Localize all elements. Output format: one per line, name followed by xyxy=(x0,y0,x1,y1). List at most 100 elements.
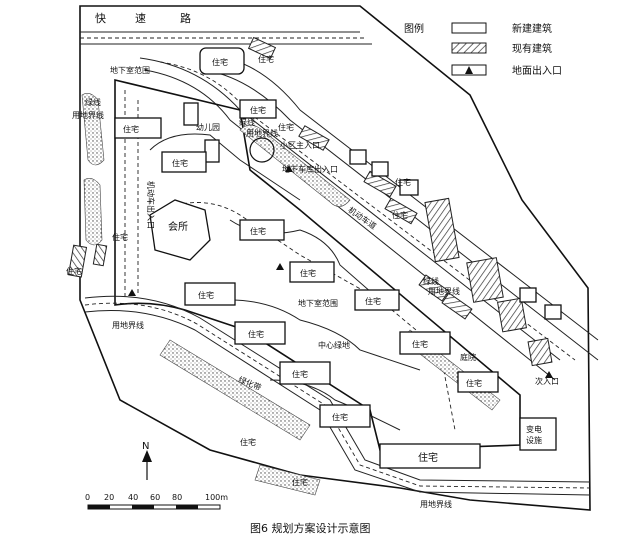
residence-label: 住宅 xyxy=(250,105,266,115)
existing-building xyxy=(424,197,460,263)
label-secondary-entrance: 次入口 xyxy=(535,376,559,386)
existing-building xyxy=(527,337,553,367)
transformer-building xyxy=(519,417,557,451)
scale-tick: 40 xyxy=(128,493,138,502)
residence-building xyxy=(399,331,451,355)
site-outline xyxy=(79,5,591,511)
label-landline-bl: 用地界线 xyxy=(112,320,144,330)
label-clubhouse: 会所 xyxy=(168,220,188,233)
residence-building xyxy=(319,404,371,428)
label-landline3: 用地界线 xyxy=(428,286,460,296)
residence-label: 住宅 xyxy=(198,290,214,300)
existing-building xyxy=(384,197,418,225)
expressway-label: 速 xyxy=(135,12,146,25)
expressway-label: 快 xyxy=(95,12,106,25)
label-landline2: 用地界线 xyxy=(246,128,278,138)
kindergarten-building xyxy=(183,102,199,126)
north-arrow xyxy=(142,450,152,480)
label-kindergarten: 幼儿园 xyxy=(196,122,220,132)
clubhouse-building xyxy=(149,199,211,261)
label-main-entrance: 小区主入口 xyxy=(280,140,320,150)
legend xyxy=(451,22,487,76)
north-label: N xyxy=(142,441,149,452)
scale-tick: 0 xyxy=(85,493,90,502)
residence-label: 住宅 xyxy=(418,451,438,464)
existing-residence-label: 住宅 xyxy=(240,437,256,447)
existing-residence-label: 住宅 xyxy=(258,54,274,64)
lower-road-centerline xyxy=(84,302,591,489)
tree-band-bottom xyxy=(159,339,311,441)
existing-building xyxy=(92,243,108,267)
label-central-green: 中心绿地 xyxy=(318,340,350,350)
label-greenline: 绿线 xyxy=(85,97,101,107)
tree-band-center xyxy=(239,124,351,207)
residence-building xyxy=(279,361,331,385)
diag-road-edge-2 xyxy=(144,69,556,381)
existing-building xyxy=(67,244,88,278)
residence-building xyxy=(457,371,499,393)
legend-existing-building: 现有建筑 xyxy=(512,42,552,55)
residence-building xyxy=(354,289,400,311)
label-landline-left: 用地界线 xyxy=(72,110,104,120)
entrance-markers xyxy=(128,165,553,378)
existing-building xyxy=(247,36,277,60)
existing-residence-label: 住宅 xyxy=(292,477,308,487)
residence-building xyxy=(239,219,285,241)
existing-building xyxy=(496,297,528,333)
label-greenline2: 绿线 xyxy=(239,117,255,127)
legend-new-building: 新建建筑 xyxy=(512,22,552,35)
tree-band-bottom-2 xyxy=(254,464,321,496)
existing-residence-label: 住宅 xyxy=(278,122,294,132)
label-transformer-2: 设施 xyxy=(526,435,542,445)
existing-building xyxy=(441,292,473,320)
existing-residence-label: 住宅 xyxy=(395,177,411,187)
tree-band-left-1 xyxy=(81,93,105,166)
residence-building xyxy=(114,117,162,139)
existing-residence-label: 住宅 xyxy=(66,266,82,276)
scale-tick: 80 xyxy=(172,493,182,502)
residence-building xyxy=(161,151,207,173)
label-landline-bottom: 用地界线 xyxy=(420,499,452,509)
residence-building xyxy=(199,47,245,75)
residence-label: 住宅 xyxy=(466,378,482,388)
existing-building xyxy=(298,125,330,151)
existing-building-small xyxy=(399,179,419,196)
residence-building xyxy=(234,321,286,345)
existing-building-small xyxy=(371,161,389,177)
scale-tick: 20 xyxy=(104,493,114,502)
residence-label: 住宅 xyxy=(248,329,264,339)
scale-tick: 100m xyxy=(205,493,228,502)
label-courtyard: 庭院 xyxy=(460,352,476,362)
existing-residence-label: 住宅 xyxy=(112,232,128,242)
residence-label: 住宅 xyxy=(172,158,188,168)
residence-building xyxy=(289,261,335,283)
label-vehicle-entrance: 机动车出入口 xyxy=(146,181,156,229)
diag-road-edge-1 xyxy=(139,57,561,361)
scale-bar xyxy=(87,504,221,510)
residence-building-long xyxy=(379,443,481,469)
expressway-label: 路 xyxy=(180,12,191,25)
label-greenline3: 绿线 xyxy=(423,276,439,286)
figure-caption: 图6 规划方案设计示意图 xyxy=(250,521,371,535)
residence-label: 住宅 xyxy=(292,369,308,379)
residence-label: 住宅 xyxy=(250,226,266,236)
legend-entrance: 地面出入口 xyxy=(512,64,562,77)
residence-building xyxy=(239,99,277,119)
label-basement-mid: 地下室范围 xyxy=(298,298,338,308)
residence-label: 住宅 xyxy=(123,124,139,134)
residence-label: 住宅 xyxy=(300,268,316,278)
existing-building xyxy=(363,170,397,198)
kindergarten-building xyxy=(204,139,220,163)
label-transformer-1: 变电 xyxy=(526,424,542,434)
label-vehicle-lane: 机动车道 xyxy=(346,205,378,232)
scale-tick: 60 xyxy=(150,493,160,502)
label-basement-entrance: 地下车库出入口 xyxy=(282,164,338,174)
label-basement-top: 地下室范围 xyxy=(110,65,150,75)
main-entrance-circle xyxy=(249,137,275,163)
existing-building-small xyxy=(519,287,537,303)
tree-band-left-2 xyxy=(83,178,103,246)
existing-residence-label: 住宅 xyxy=(392,210,408,220)
existing-building xyxy=(466,257,504,303)
legend-title: 图例 xyxy=(404,22,424,35)
